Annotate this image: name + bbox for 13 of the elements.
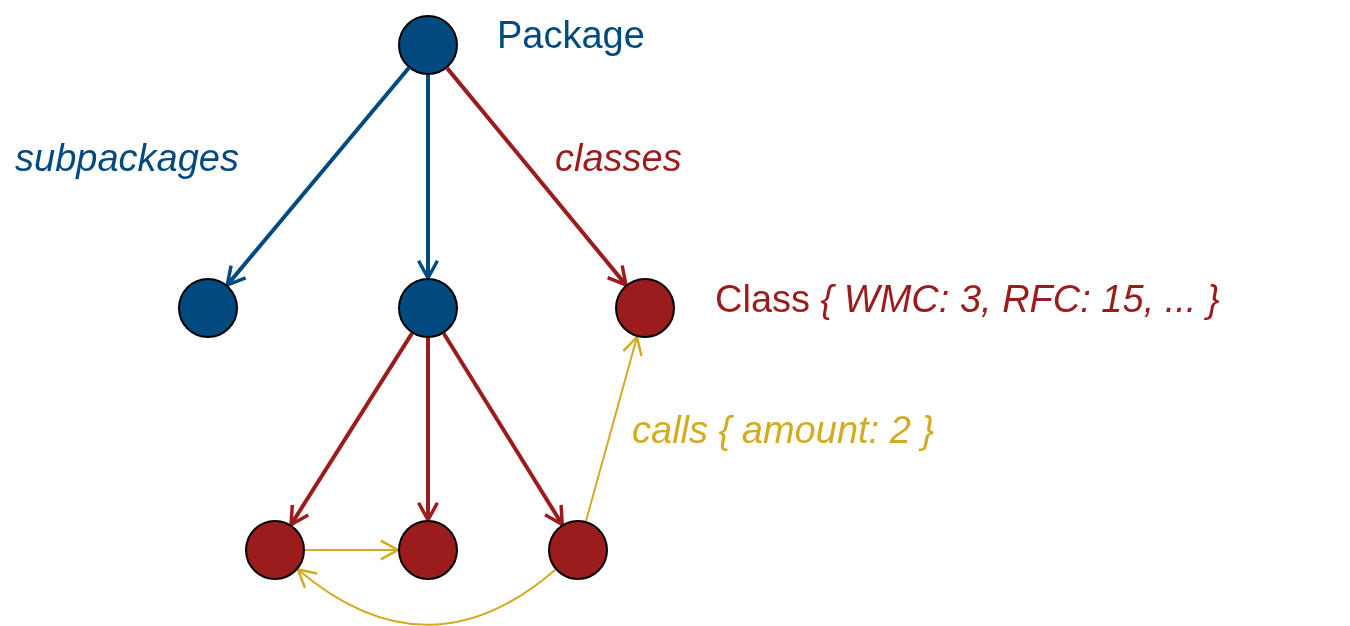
arrow: [225, 66, 411, 287]
node-label: Package: [497, 13, 645, 58]
edge-label: calls { amount: 2 }: [632, 408, 935, 453]
node-label: Class { WMC: 3, RFC: 15, ... }: [715, 277, 1220, 322]
arrow: [416, 75, 440, 280]
arrow: [442, 332, 564, 527]
arrow: [304, 539, 400, 561]
edge-label: classes: [555, 136, 682, 181]
arrow: [416, 338, 440, 522]
edge-label: subpackages: [15, 136, 239, 181]
arrow: [445, 66, 628, 287]
arrow: [296, 568, 557, 626]
arrow: [289, 332, 414, 527]
